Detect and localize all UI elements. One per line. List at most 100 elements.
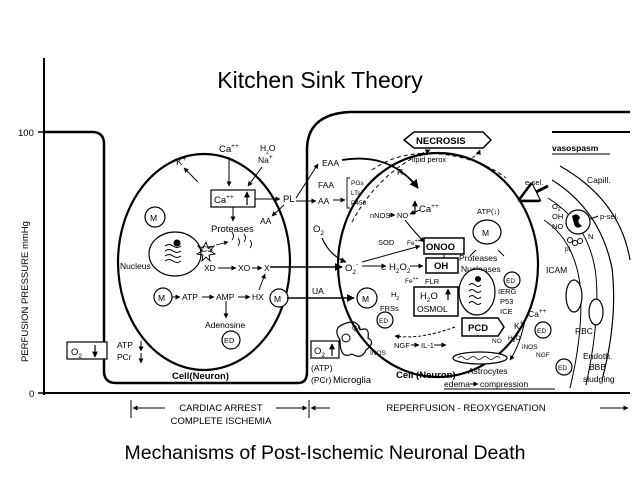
superoxide-to-onoo-arrow	[361, 244, 421, 263]
right-endogenous-defense-4-label: ED	[558, 365, 567, 372]
vessel-hydroxyl-label: OH	[552, 212, 563, 221]
microglia-label: Microglia	[333, 375, 372, 386]
nitric-oxide-label: NO	[397, 211, 408, 220]
phase-annotations: CARDIAC ARREST COMPLETE ISCHEMIA REPERFU…	[130, 400, 629, 427]
superoxide-dismutase-label: SOD	[378, 238, 395, 247]
pl-to-eaa-arrow	[295, 163, 319, 199]
neutrophil-label: N	[588, 232, 593, 241]
right-endogenous-defense-2-label: ED	[506, 278, 515, 285]
mito-swelling-arrows	[469, 249, 505, 257]
microglia-nucleus	[341, 333, 351, 343]
left-pcr-label: PCr	[117, 352, 132, 362]
nerve-growth-factor-1-label: NGF	[394, 341, 410, 350]
nucleolus-dot	[173, 239, 181, 247]
diagram-caption: Mechanisms of Post-Ischemic Neuronal Dea…	[125, 442, 526, 464]
right-endogenous-defense-3-label: ED	[537, 328, 546, 335]
water-influx-label: H2O	[260, 143, 276, 156]
sludging-label: sludging	[583, 374, 615, 384]
atp-depletion-label: ATP(↓)	[477, 207, 500, 216]
microglia-body	[336, 321, 373, 357]
middle-arachidonic-acid-label: AA	[318, 196, 330, 206]
right-chromatin-coil	[468, 283, 482, 305]
platelet-cluster-2	[571, 239, 579, 247]
pcd-box	[461, 317, 505, 337]
right-endogenous-defense-2	[503, 271, 521, 289]
right-potassium-label: K+	[514, 320, 524, 331]
axes: 100 0 PERFUSION PRESSURE mmHg	[18, 58, 630, 400]
water-box-label: H2O	[420, 291, 438, 304]
ischemic-neuron-group: K+ Ca++ H2O Na+ Ca++ PL AA M Proteases N…	[66, 143, 295, 382]
proteases-label: Proteases	[211, 224, 254, 235]
astro-water-label: H2O	[508, 335, 521, 344]
free-radical-species-label: FRSs	[380, 304, 399, 313]
k-efflux-arrow	[183, 167, 199, 183]
quinolinic-acid-label: QA	[352, 325, 362, 332]
nucleus-membrane	[148, 231, 202, 277]
arachidonic-acid-label: AA	[260, 216, 272, 226]
y-tick-100-label: 100	[18, 128, 34, 139]
p-selectin-label: p-sel.	[600, 212, 618, 221]
astrocyte-pattern	[457, 356, 501, 360]
atp-label: ATP	[182, 292, 198, 302]
endothelium-label: Endoth.	[583, 351, 612, 361]
y-tick-0-label: 0	[29, 389, 34, 400]
middle-atp-label: (ATP)	[311, 363, 333, 373]
amp-label: AMP	[216, 292, 235, 302]
inos-microglia-label: INOS	[370, 350, 387, 357]
right-endogenous-defense-1	[376, 311, 394, 329]
p450-label: P450	[351, 200, 367, 207]
right-endogenous-defense-4	[555, 358, 573, 376]
ischemic-neuron-membrane	[116, 152, 292, 372]
middle-pcr-label: (PCr)	[311, 375, 331, 385]
mitochondrion-2-label: M	[158, 293, 165, 303]
platelet-cluster-1	[566, 236, 574, 244]
nucleus-label: Nucleus	[120, 261, 151, 271]
pl-to-aa-arrow	[271, 204, 285, 217]
bbb-label: BBB	[589, 362, 606, 372]
inos-astrocyte-label: iNOS	[522, 344, 538, 351]
necrosis-box	[402, 131, 493, 149]
nnos-label: nNOS	[370, 211, 390, 220]
ca-efflux-arrow	[509, 319, 526, 361]
platelet-cluster-3	[576, 237, 584, 245]
water-sodium-influx-arrow	[247, 166, 263, 187]
catalase-label: C	[381, 263, 387, 272]
ferrous-iron-mid-label: Fe++	[405, 276, 419, 285]
left-atp-label: ATP	[117, 340, 133, 350]
capillary-wall-outer-1	[559, 165, 631, 261]
free-amino-acids-label: FAA	[318, 180, 334, 190]
p53-label: P53	[500, 297, 513, 306]
compression-label: compression	[480, 379, 528, 389]
red-blood-cell-2	[588, 298, 604, 326]
mitochondrion-1	[144, 206, 166, 228]
perfusion-pressure-curve	[44, 110, 630, 385]
hx-to-x-arrow	[258, 273, 266, 291]
peroxynitrite-label: ONOO	[426, 242, 455, 253]
vessel-superoxide-label: O2-	[552, 201, 563, 213]
right-endogenous-defense-3	[534, 321, 552, 339]
red-blood-cell-label: RBC	[575, 326, 593, 336]
uric-acid-label: UA	[312, 286, 324, 296]
vasospasm-label: vasospasm	[552, 143, 599, 153]
superoxide-label: O2-	[345, 261, 358, 276]
xanthine-dehydrogenase-label: XD	[204, 263, 216, 273]
nerve-growth-factor-2-label: NGF	[536, 352, 550, 359]
prostaglandins-label: PGs	[351, 180, 364, 187]
pcd-to-cell-dashed-arrow	[394, 326, 456, 340]
right-proteases-label: Proteases	[459, 253, 497, 263]
mitochondrion-3-label: M	[274, 294, 281, 304]
necrosis-label: NECROSIS	[416, 136, 466, 147]
sodium-influx-label: Na+	[258, 154, 273, 165]
right-calcium-label: Ca++	[419, 203, 439, 215]
capillary-label: Capill.	[587, 175, 611, 185]
xanthine-label: X	[264, 263, 270, 273]
astro-no-label: NO	[492, 338, 502, 345]
osmolality-label: OSMOL	[417, 304, 448, 314]
xanthine-oxidase-label: XO	[238, 263, 251, 273]
hydrogen-peroxide-label: H2O2	[389, 262, 411, 275]
leukocyte-nucleus	[572, 214, 582, 228]
right-endogenous-defense-1-label: ED	[379, 318, 388, 325]
middle-oxygen-box-label: O2	[314, 346, 325, 359]
